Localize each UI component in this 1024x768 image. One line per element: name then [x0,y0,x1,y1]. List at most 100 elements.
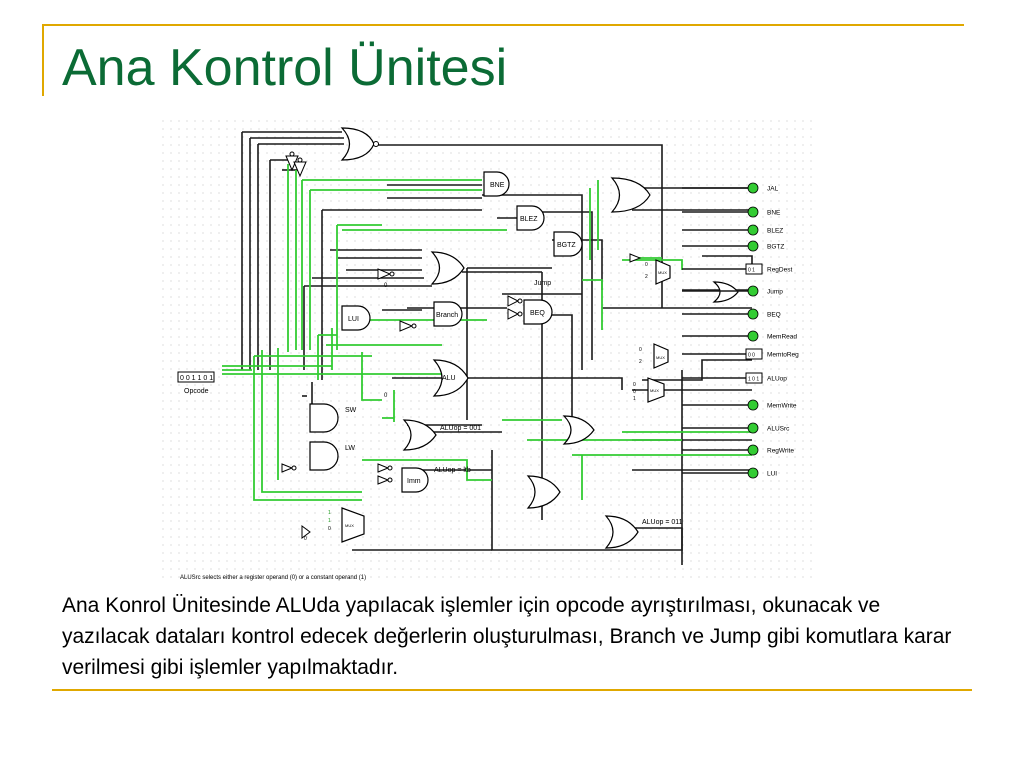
opcode-input: 0 0 1 1 0 1 Opcode [177,371,215,395]
dark-wires [241,131,753,565]
output-led [747,422,759,434]
gate-bne: BNE [483,171,510,197]
svg-text:Jump: Jump [534,280,551,287]
gate-sw: SW [309,403,357,433]
gate-imm: Imm ALUop = ltb [401,467,471,493]
svg-text:ALU: ALU [442,375,456,382]
output-jal: JAL [682,182,779,194]
output-led [747,308,759,320]
output-value: 0 0 [748,353,755,359]
output-led [747,182,759,194]
output-regwrite: RegWrite [682,444,794,456]
output-led [747,206,759,218]
svg-text:MUX: MUX [650,388,659,393]
svg-text:2: 2 [645,274,648,280]
inverters [281,151,642,539]
output-value-box [745,372,763,384]
left-accent-line [42,24,44,96]
slide-title: Ana Kontrol Ünitesi [62,39,508,97]
svg-text:Branch: Branch [436,312,458,319]
svg-text:MUX: MUX [658,270,667,275]
svg-text:ALUop = 001: ALUop = 001 [440,425,481,432]
gate-alu: ALU [432,359,469,397]
output-bne: BNE [682,206,781,218]
const-zero-1: 0 [384,283,388,289]
svg-text:1: 1 [328,518,331,524]
svg-text:BLEZ: BLEZ [520,216,538,223]
svg-text:Imm: Imm [407,478,421,485]
gate-aluop001: ALUop = 001 [402,419,481,451]
output-value-box [745,263,763,275]
or-gate-mid [562,415,595,445]
output-bgtz: BGTZ [682,240,784,252]
svg-text:0: 0 [633,389,636,395]
output-label: ALUop [767,376,787,383]
svg-text:0: 0 [328,526,331,532]
gate-aluop011: ALUop = 011 [604,515,683,549]
svg-text:2: 2 [639,359,642,365]
const-zero-2: 0 [384,393,388,399]
slide-body-text: Ana Konrol Ünitesinde ALUda yapılacak iş… [62,594,952,679]
output-label: BGTZ [767,244,784,251]
output-led [747,224,759,236]
output-beq: BEQ [682,308,781,320]
output-led [747,399,759,411]
mux-alusrc: MUX 1 1 0 0 [304,507,365,543]
output-label: MemRead [767,334,797,341]
output-label: BEQ [767,312,781,319]
output-label: RegWrite [767,448,794,455]
bottom-accent-line [52,689,972,691]
output-label: BNE [767,210,781,217]
gate-beq: BEQ [523,299,553,325]
opcode-value: 0 0 1 1 0 1 [180,375,213,382]
output-label: RegDest [767,267,792,274]
output-label: MemtoReg [767,352,799,359]
output-label: LUI [767,471,777,478]
svg-text:ALUop = 011: ALUop = 011 [642,519,683,526]
output-memread: MemRead [682,330,797,342]
output-jump: Jump [682,285,783,297]
output-blez: BLEZ [682,224,783,236]
svg-text:BNE: BNE [490,182,505,189]
svg-text:0: 0 [633,382,636,388]
or-gate-low [526,475,561,509]
svg-text:1: 1 [328,510,331,516]
svg-text:1: 1 [633,396,636,402]
svg-text:LW: LW [345,445,355,452]
output-led [747,467,759,479]
output-led [747,240,759,252]
output-led [747,330,759,342]
svg-text:ALUop = ltb: ALUop = ltb [434,467,471,474]
top-accent-line [42,24,964,26]
svg-text:0: 0 [645,262,648,268]
output-memwrite: MemWrite [682,399,797,411]
control-unit-diagram: 0 0 1 1 0 1 Opcode BNE BLEZ BGTZ Jump Br… [162,120,812,584]
mux-aluop: MUX 0 0 1 [633,377,665,403]
output-label: Jump [767,289,783,296]
output-value-box [745,348,763,360]
output-memtoreg: 0 0 MemtoReg [682,348,799,360]
gate-blez: BLEZ [516,205,545,231]
svg-text:0: 0 [304,536,307,542]
gate-lui: LUI [341,305,371,331]
active-wires [222,164,752,501]
gate-lw: LW [309,441,355,471]
diagram-caption: ALUSrc selects either a register operand… [180,575,366,581]
output-label: BLEZ [767,228,783,235]
svg-text:BEQ: BEQ [530,310,545,317]
output-lui: LUI [682,467,777,479]
svg-text:MUX: MUX [345,523,354,528]
gate-branch: Branch [433,301,463,327]
output-led [747,285,759,297]
or-gate-top [340,127,375,161]
opcode-label: Opcode [184,388,209,395]
output-alusrc: ALUSrc [682,422,790,434]
or-gate-jal [610,177,651,213]
output-led [747,444,759,456]
mux-memtoreg: MUX 0 2 [639,343,669,369]
output-label: ALUSrc [767,426,790,433]
output-label: MemWrite [767,403,797,410]
